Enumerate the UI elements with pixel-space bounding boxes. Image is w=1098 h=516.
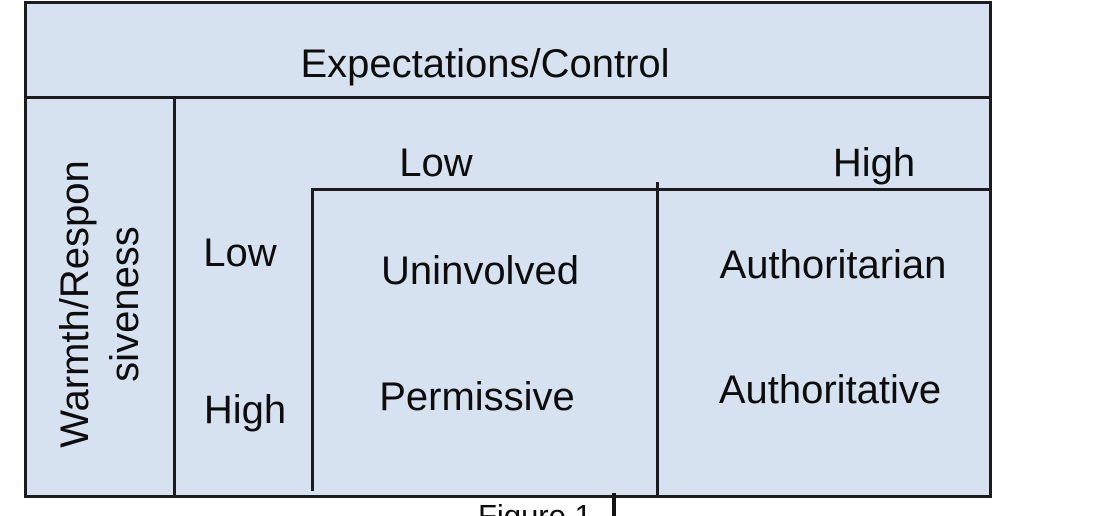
row-header-low: Low (203, 231, 277, 275)
divider-under-title (27, 96, 989, 99)
divider-row-header-column (311, 188, 314, 491)
divider-side-axis-column (173, 96, 176, 495)
divider-between-columns (656, 182, 659, 495)
matrix-title: Expectations/Control (300, 42, 670, 86)
divider-under-col-headers (311, 188, 989, 191)
col-header-high: High (832, 141, 916, 185)
figure-caption[interactable]: Figure 1 (478, 498, 592, 516)
side-axis-label-line1: Warmth/Respon (53, 160, 97, 448)
side-axis-label: Warmth/Respon siveness (45, 94, 155, 514)
row-header-high: High (203, 388, 287, 432)
text-cursor (612, 493, 616, 516)
parenting-styles-matrix: Expectations/Control Warmth/Respon siven… (24, 1, 992, 498)
col-header-low: Low (399, 141, 473, 185)
cell-uninvolved: Uninvolved (381, 249, 579, 293)
cell-authoritative: Authoritative (718, 368, 942, 412)
cell-permissive: Permissive (379, 375, 575, 419)
cell-authoritarian: Authoritarian (719, 243, 947, 287)
